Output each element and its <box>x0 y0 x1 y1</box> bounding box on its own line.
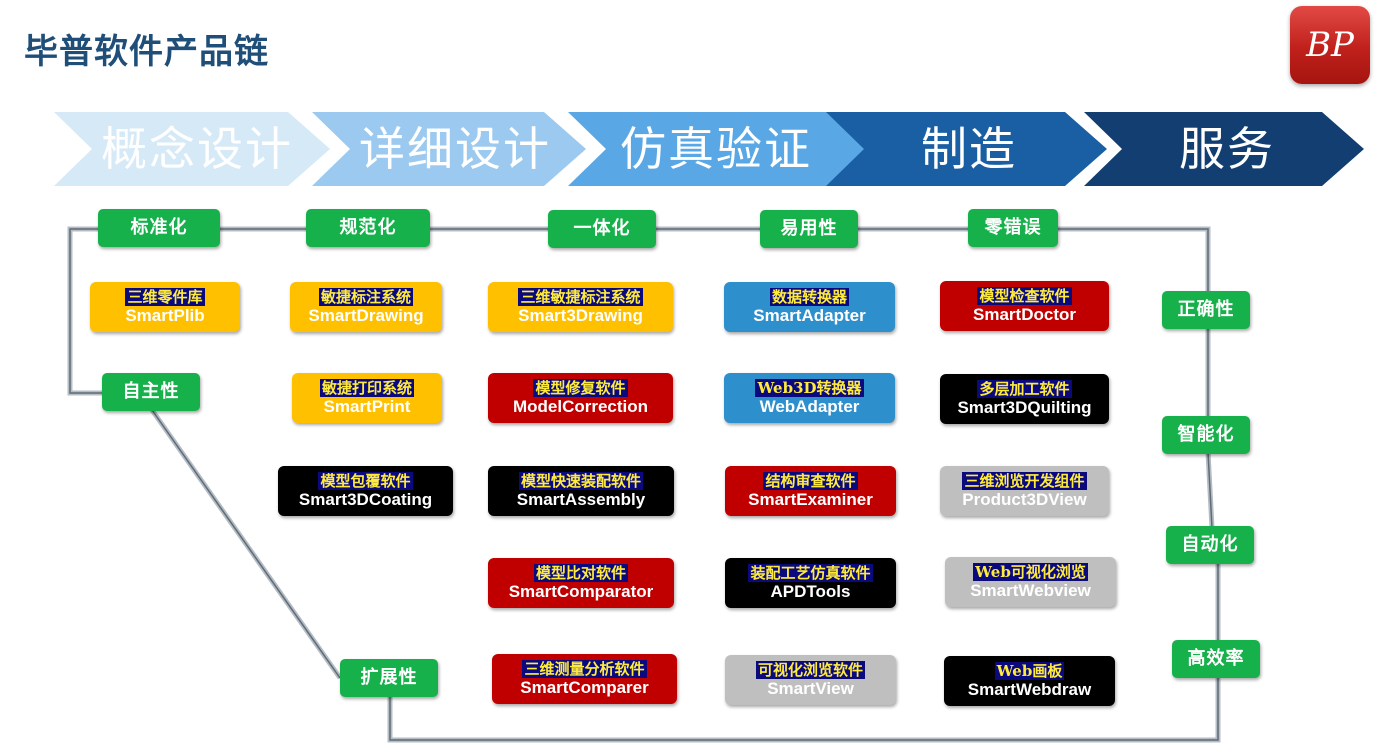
product-smart3dquilting[interactable]: 多层加工软件 Smart3DQuilting <box>940 374 1109 424</box>
product-name-en: SmartDrawing <box>308 306 424 325</box>
stage-arrow-detail <box>312 112 586 186</box>
product-smart3dcoating[interactable]: 模型包覆软件 Smart3DCoating <box>278 466 453 516</box>
stage-label-manufacturing: 制造 <box>921 122 1017 176</box>
product-name-en: SmartDoctor <box>973 305 1076 324</box>
tag-usability: 易用性 <box>760 210 858 248</box>
product-name-en: ModelCorrection <box>512 397 649 416</box>
stage-arrow-service <box>1084 112 1364 186</box>
product-name-en: Product3DView <box>962 490 1087 509</box>
product-name-en: APDTools <box>770 582 851 601</box>
product-name-en: SmartAdapter <box>753 306 866 325</box>
product-smartdrawing[interactable]: 敏捷标注系统 SmartDrawing <box>290 282 442 332</box>
product-smartprint[interactable]: 敏捷打印系统 SmartPrint <box>292 373 442 423</box>
product-name-cn: 结构审查软件 <box>763 472 858 490</box>
product-name-cn: 敏捷打印系统 <box>319 379 414 397</box>
product-product3dview[interactable]: 三维浏览开发组件 Product3DView <box>940 466 1109 516</box>
stage-label-concept: 概念设计 <box>101 122 293 176</box>
tag-extensibility: 扩展性 <box>340 659 438 697</box>
tag-zero-error: 零错误 <box>968 209 1058 247</box>
tag-standardization: 标准化 <box>98 209 220 247</box>
product-name-cn: 三维零件库 <box>125 288 205 306</box>
product-name-en: WebAdapter <box>759 397 860 416</box>
tag-autonomy: 自主性 <box>102 373 200 411</box>
product-name-en: SmartPlib <box>125 306 205 325</box>
product-smartview[interactable]: 可视化浏览软件 SmartView <box>725 655 896 705</box>
product-smartplib[interactable]: 三维零件库 SmartPlib <box>90 282 240 332</box>
stage-label-simulation: 仿真验证 <box>620 122 812 176</box>
product-name-en: Smart3DQuilting <box>957 398 1092 417</box>
frame-lines-inner <box>69 228 1219 741</box>
product-name-cn: 模型比对软件 <box>533 564 628 582</box>
product-smartwebview[interactable]: Web可视化浏览 SmartWebview <box>945 557 1116 607</box>
product-smartexaminer[interactable]: 结构审查软件 SmartExaminer <box>725 466 896 516</box>
product-name-en: Smart3DCoating <box>298 490 433 509</box>
product-smartdoctor[interactable]: 模型检查软件 SmartDoctor <box>940 281 1109 331</box>
product-name-cn: 数据转换器 <box>769 288 849 306</box>
bp-logo: BP <box>1290 6 1370 84</box>
page-title: 毕普软件产品链 <box>24 32 269 72</box>
stage-label-detail: 详细设计 <box>359 122 551 176</box>
product-modelcorrection[interactable]: 模型修复软件 ModelCorrection <box>488 373 673 423</box>
product-smartcomparer[interactable]: 三维测量分析软件 SmartComparer <box>492 654 677 704</box>
tag-normalization: 规范化 <box>306 209 430 247</box>
product-smartwebdraw[interactable]: Web画板 SmartWebdraw <box>944 656 1115 706</box>
product-name-cn: Web画板 <box>994 662 1065 680</box>
product-name-en: Smart3Drawing <box>518 306 643 325</box>
product-name-cn: 三维浏览开发组件 <box>962 472 1087 490</box>
product-name-en: SmartAssembly <box>516 490 646 509</box>
product-smartcomparator[interactable]: 模型比对软件 SmartComparator <box>488 558 674 608</box>
product-name-cn: 模型检查软件 <box>977 287 1072 305</box>
product-webadapter[interactable]: Web3D转换器 WebAdapter <box>724 373 895 423</box>
product-name-cn: 多层加工软件 <box>977 380 1072 398</box>
product-name-en: SmartWebdraw <box>967 680 1092 699</box>
product-name-en: SmartWebview <box>970 581 1091 600</box>
stage-label-service: 服务 <box>1179 122 1275 176</box>
tag-efficiency: 高效率 <box>1172 640 1260 678</box>
product-name-cn: 模型快速装配软件 <box>518 472 643 490</box>
product-name-cn: 敏捷标注系统 <box>318 288 413 306</box>
product-name-en: SmartExaminer <box>748 490 873 509</box>
product-name-cn: 三维敏捷标注系统 <box>518 288 643 306</box>
product-name-cn: 装配工艺仿真软件 <box>748 564 873 582</box>
product-name-cn: 模型修复软件 <box>533 379 628 397</box>
product-name-en: SmartComparator <box>508 582 654 601</box>
tag-correctness: 正确性 <box>1162 291 1250 329</box>
product-name-cn: Web3D转换器 <box>755 379 864 397</box>
stage-arrow-simulation <box>568 112 872 186</box>
product-name-en: SmartPrint <box>323 397 411 416</box>
product-name-cn: 可视化浏览软件 <box>755 661 865 679</box>
product-apdtools[interactable]: 装配工艺仿真软件 APDTools <box>725 558 896 608</box>
stage-arrow-concept <box>54 112 330 186</box>
product-smartassembly[interactable]: 模型快速装配软件 SmartAssembly <box>488 466 674 516</box>
tag-intelligence: 智能化 <box>1162 416 1250 454</box>
tag-integration: 一体化 <box>548 210 656 248</box>
product-smartadapter[interactable]: 数据转换器 SmartAdapter <box>724 282 895 332</box>
product-name-cn: 模型包覆软件 <box>318 472 413 490</box>
stage-arrow-manufacturing <box>826 112 1107 186</box>
product-name-en: SmartComparer <box>520 678 649 697</box>
product-name-cn: Web可视化浏览 <box>973 563 1088 581</box>
product-smart3drawing[interactable]: 三维敏捷标注系统 Smart3Drawing <box>488 282 673 332</box>
product-name-cn: 三维测量分析软件 <box>522 660 647 678</box>
tag-automation: 自动化 <box>1166 526 1254 564</box>
product-name-en: SmartView <box>767 679 854 698</box>
